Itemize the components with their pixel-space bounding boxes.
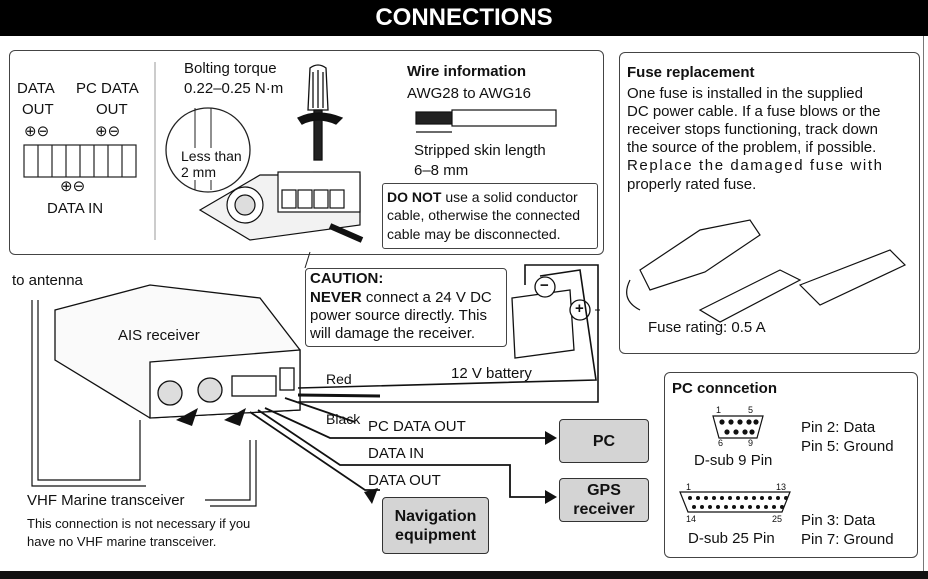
page-title: CONNECTIONS bbox=[0, 0, 928, 36]
dsub9-pin5: 5 bbox=[748, 405, 754, 415]
fuse-line: receiver stops functioning, track down bbox=[627, 121, 878, 138]
ais-receiver-icon bbox=[54, 284, 301, 419]
fuse-panel bbox=[619, 52, 920, 354]
vhf-label: VHF Marine transceiver bbox=[27, 492, 185, 509]
wire-info-heading: Wire information bbox=[407, 63, 527, 80]
connector-block-icon bbox=[198, 171, 364, 243]
less-than-value: 2 mm bbox=[181, 164, 216, 180]
vhf-note-line1: This connection is not necessary if you bbox=[27, 516, 251, 531]
dsub9-label: D-sub 9 Pin bbox=[694, 452, 773, 469]
dsub9-pin-data: Pin 2: Data bbox=[801, 419, 876, 436]
battery-plus: + bbox=[575, 300, 584, 317]
polarity-pc-data-out: ⊕⊖ bbox=[95, 123, 121, 140]
bottom-bar bbox=[0, 571, 928, 579]
nav-label-2: equipment bbox=[395, 526, 476, 544]
pc-connection-heading: PC conncetion bbox=[672, 380, 778, 397]
fuse-line: One fuse is installed in the supplied bbox=[627, 85, 863, 102]
red-wire-label: Red bbox=[326, 371, 352, 387]
dsub25-pin1: 1 bbox=[686, 482, 692, 492]
dsub25-pin25: 25 bbox=[772, 514, 783, 524]
data-out-line-label: DATA OUT bbox=[368, 472, 441, 489]
data-out-label-2: OUT bbox=[22, 101, 54, 118]
fuse-heading: Fuse replacement bbox=[627, 64, 755, 81]
wire-warning-line2: cable, otherwise the connected bbox=[387, 207, 581, 223]
dsub25-pin13: 13 bbox=[776, 482, 787, 492]
pc-connection-panel bbox=[664, 372, 918, 558]
dsub25-connector-icon bbox=[679, 491, 791, 513]
gps-label-2: receiver bbox=[573, 501, 635, 518]
nav-label-1: Navigation bbox=[394, 507, 477, 525]
polarity-data-in: ⊕⊖ bbox=[60, 178, 86, 195]
gps-receiver-box: GPS receiver bbox=[559, 478, 649, 522]
dsub9-pin1: 1 bbox=[716, 405, 722, 415]
dsub9-pin-ground: Pin 5: Ground bbox=[801, 438, 894, 455]
caution-line3: will damage the receiver. bbox=[310, 325, 476, 342]
dsub25-pin-data: Pin 3: Data bbox=[801, 512, 876, 529]
fuse-holder-icon bbox=[626, 219, 907, 323]
dsub25-pin14: 14 bbox=[686, 514, 697, 524]
data-in-line-label: DATA IN bbox=[368, 445, 425, 462]
dsub9-connector-icon bbox=[712, 415, 764, 439]
caution-line2: power source directly. This bbox=[310, 307, 488, 324]
terminal-block-icon bbox=[23, 144, 137, 178]
dsub9-pin6: 6 bbox=[718, 438, 724, 448]
stripped-wire-icon bbox=[415, 109, 557, 133]
magnifier-icon bbox=[165, 107, 251, 193]
fuse-line: DC power cable. If a fuse blows or the bbox=[627, 103, 881, 120]
bolting-torque-label: Bolting torque bbox=[184, 60, 277, 77]
dsub25-pin-ground: Pin 7: Ground bbox=[801, 531, 894, 548]
pc-data-out-label-2: OUT bbox=[96, 101, 128, 118]
caution-heading: CAUTION: bbox=[310, 270, 384, 287]
screwdriver-icon bbox=[297, 64, 344, 161]
fuse-rating: Fuse rating: 0.5 A bbox=[648, 319, 766, 336]
pc-data-out-line-label: PC DATA OUT bbox=[368, 418, 466, 435]
wire-warning-line1: DO NOT use a solid conductor bbox=[387, 189, 578, 205]
battery-label: 12 V battery bbox=[451, 365, 532, 382]
black-wire-label: Black bbox=[326, 411, 361, 427]
caution-box bbox=[305, 268, 507, 347]
wire-warning-line3: cable may be disconnected. bbox=[387, 226, 561, 242]
torque-value: 0.22–0.25 N·m bbox=[184, 80, 284, 97]
less-than-label: Less than bbox=[181, 148, 242, 164]
battery-icon bbox=[511, 276, 591, 359]
wire-gauge: AWG28 to AWG16 bbox=[407, 85, 531, 102]
ais-receiver-label: AIS receiver bbox=[118, 327, 200, 344]
data-out-label: DATA bbox=[17, 80, 55, 97]
dsub9-pin9: 9 bbox=[748, 438, 754, 448]
fuse-line: the source of the problem, if possible. bbox=[627, 139, 877, 156]
caution-line1: NEVER connect a 24 V DC bbox=[310, 289, 492, 306]
wire-warning-box bbox=[382, 183, 598, 249]
pc-data-out-label: PC DATA bbox=[76, 80, 139, 97]
battery-minus: − bbox=[540, 277, 549, 294]
stripped-value: 6–8 mm bbox=[414, 162, 469, 179]
pc-device-box: PC bbox=[559, 419, 649, 463]
dsub25-label: D-sub 25 Pin bbox=[688, 530, 775, 547]
to-antenna-label: to antenna bbox=[12, 272, 83, 289]
right-edge-border bbox=[923, 36, 928, 571]
fuse-line: properly rated fuse. bbox=[627, 176, 757, 193]
polarity-data-out: ⊕⊖ bbox=[24, 123, 50, 140]
data-in-label: DATA IN bbox=[47, 200, 104, 217]
vhf-note-line2: have no VHF marine transceiver. bbox=[27, 534, 217, 549]
gps-label-1: GPS bbox=[587, 482, 621, 499]
fuse-line: Replace the damaged fuse with bbox=[627, 157, 884, 174]
stripped-label: Stripped skin length bbox=[414, 142, 546, 159]
